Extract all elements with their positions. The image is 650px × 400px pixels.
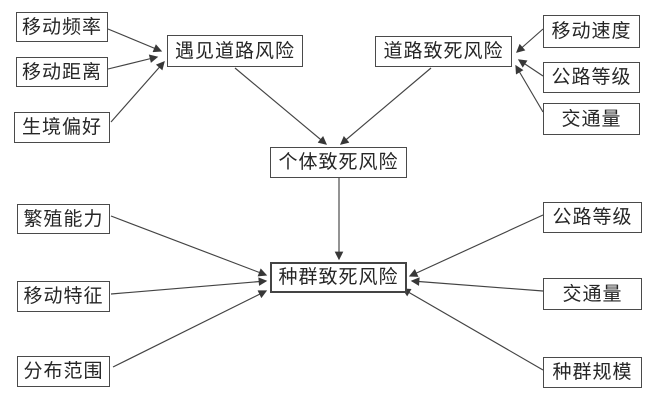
node-move-distance: 移动距离 (16, 57, 108, 87)
node-habitat-preference: 生境偏好 (14, 112, 110, 143)
arrow-road-grade-bottom-to-population-mortality (408, 214, 544, 277)
node-road-kill-risk: 道路致死风险 (375, 36, 512, 67)
node-movement-traits: 移动特征 (17, 281, 110, 312)
node-traffic-volume-top: 交通量 (543, 103, 640, 135)
arrow-movement-traits-to-population-mortality (110, 277, 268, 295)
arrow-traffic-volume-bottom-to-population-mortality (410, 277, 544, 292)
arrow-habitat-preference-to-road-encounter-risk (110, 61, 165, 123)
node-population-size: 种群规模 (543, 357, 642, 388)
arrow-distribution-range-to-population-mortality (112, 290, 268, 368)
node-move-speed: 移动速度 (543, 15, 640, 48)
arrow-traffic-volume-top-to-road-kill-risk (515, 64, 544, 113)
node-road-grade-top: 公路等级 (543, 62, 640, 93)
arrow-move-distance-to-road-encounter-risk (107, 54, 159, 70)
node-road-grade-bottom: 公路等级 (543, 202, 642, 233)
node-distribution-range: 分布范围 (17, 356, 110, 387)
node-reproduction-capacity: 繁殖能力 (17, 204, 110, 234)
arrow-road-encounter-risk-to-individual-mortality (234, 67, 327, 145)
node-move-frequency: 移动频率 (16, 12, 108, 42)
node-individual-mortality-risk: 个体致死风险 (270, 147, 407, 178)
node-traffic-volume-bottom: 交通量 (543, 278, 642, 310)
arrow-move-frequency-to-road-encounter-risk (107, 28, 163, 53)
node-road-encounter-risk: 遇见道路风险 (167, 35, 303, 67)
arrow-road-kill-risk-to-individual-mortality (340, 67, 432, 145)
arrow-road-grade-top-to-road-kill-risk (517, 59, 544, 77)
node-population-mortality-risk: 种群致死风险 (270, 262, 407, 293)
arrow-population-size-to-population-mortality (401, 288, 544, 371)
arrow-reproduction-capacity-to-population-mortality (110, 215, 268, 277)
arrow-move-speed-to-road-kill-risk (516, 28, 544, 53)
